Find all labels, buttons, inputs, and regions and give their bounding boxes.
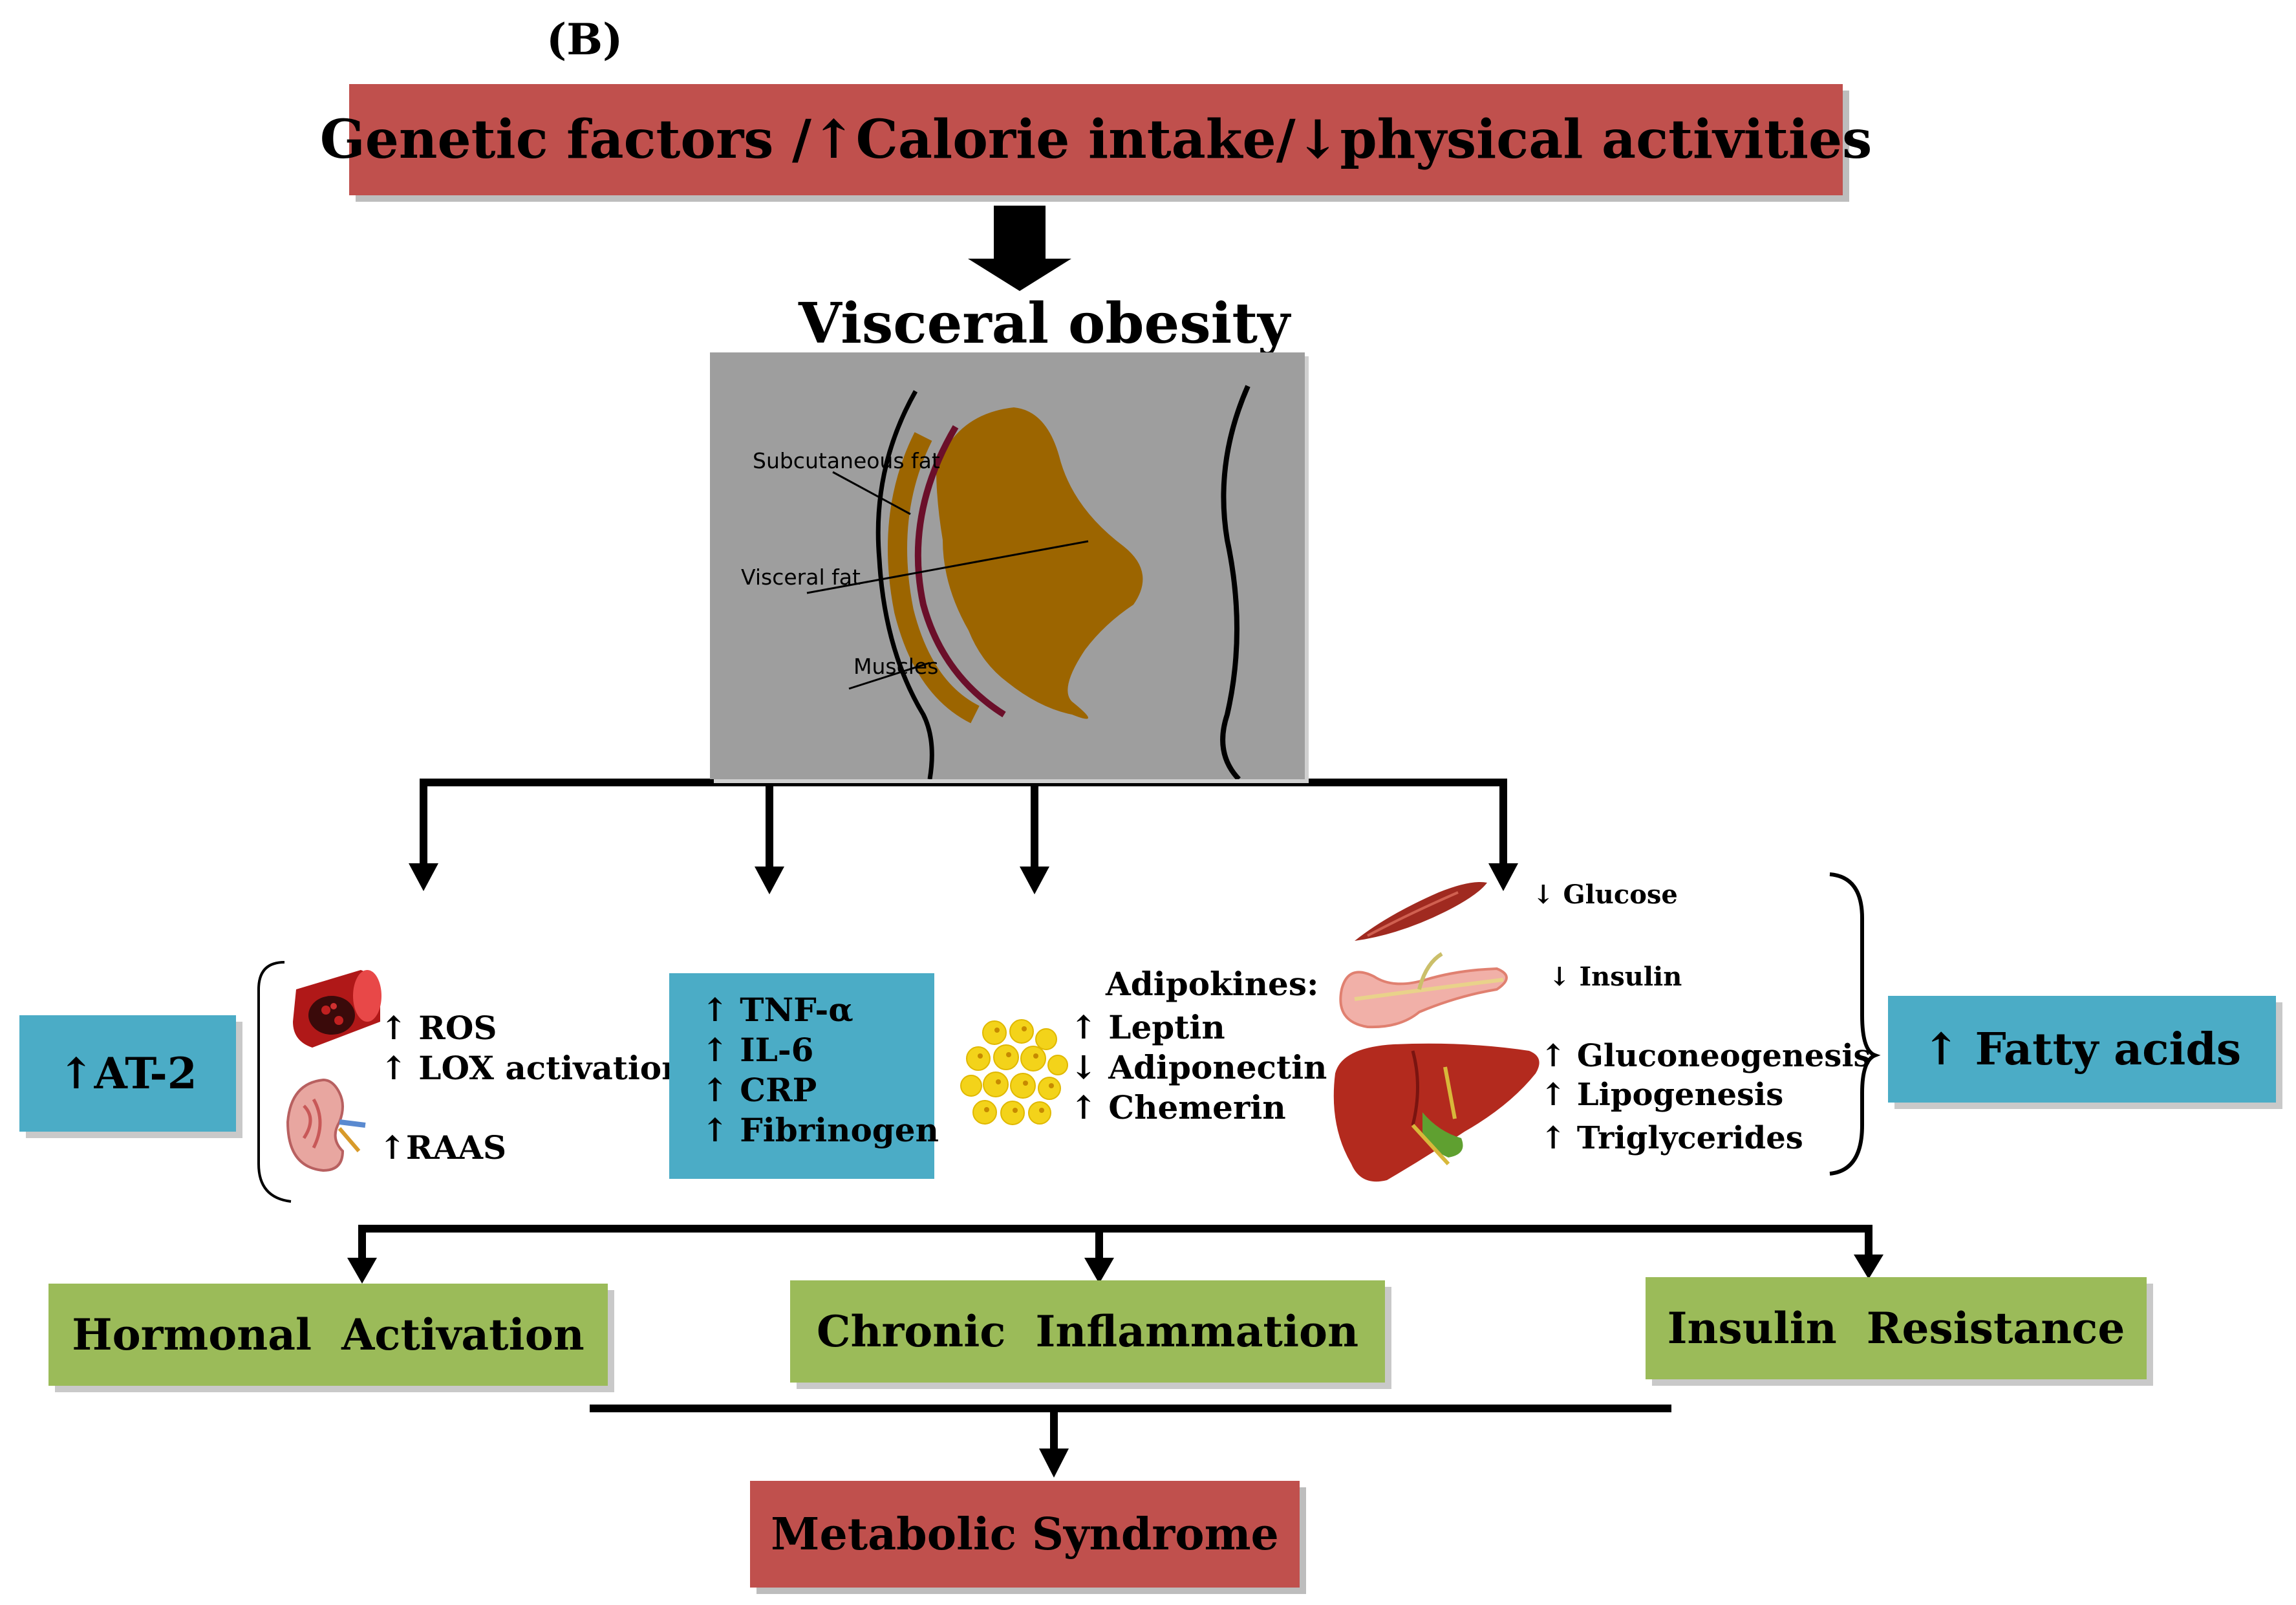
insulin-resistance-box: Insulin Resistance — [1646, 1277, 2147, 1379]
kidney-icon — [278, 1073, 369, 1177]
inflammatory-markers-box: ↑ TNF-α ↑ IL-6 ↑ CRP ↑ Fibrinogen — [669, 973, 939, 1179]
lipogenesis-text: ↑ Lipogenesis — [1540, 1077, 1784, 1113]
adiponectin-text: ↓ Adiponectin — [1070, 1048, 1327, 1086]
visceral-fat-illustration: Subcutaneous fat Visceral fat Muscles — [710, 352, 1305, 779]
adipokines-title: Adipokines: — [1106, 965, 1319, 1003]
outcome-connector — [358, 1225, 1872, 1261]
cause-box: Genetic factors /↑Calorie intake/↓physic… — [320, 84, 1872, 195]
at2-box: ↑AT-2 — [19, 1015, 236, 1132]
raas-text: ↑RAAS — [379, 1128, 507, 1167]
chronic-inflammation-text: Chronic Inflammation — [816, 1306, 1359, 1357]
adipocytes-icon — [956, 1018, 1072, 1135]
crp-text: ↑ CRP — [702, 1071, 817, 1109]
liver-icon — [1316, 1035, 1549, 1190]
ros-text: ↑ ROS — [380, 1009, 497, 1047]
metabolic-syndrome-text: Metabolic Syndrome — [771, 1508, 1279, 1560]
il6-text: ↑ IL-6 — [702, 1031, 814, 1069]
muscle-icon — [1348, 876, 1490, 947]
fibrinogen-text: ↑ Fibrinogen — [702, 1111, 939, 1149]
subcutaneous-fat-label: Subcutaneous fat — [753, 448, 940, 473]
fatty-acids-box: ↑ Fatty acids — [1888, 996, 2276, 1103]
insulin-resistance-text: Insulin Resistance — [1667, 1303, 2125, 1353]
cause-text: Genetic factors /↑Calorie intake/↓physic… — [319, 109, 1872, 171]
visceral-obesity-title: Visceral obesity — [799, 291, 1291, 356]
triglycerides-text: ↑ Triglycerides — [1540, 1120, 1803, 1156]
muscles-label: Muscles — [853, 654, 939, 679]
pancreas-icon — [1329, 951, 1516, 1035]
visceral-fat-label: Visceral fat — [741, 565, 861, 590]
insulin-text: ↓ Insulin — [1549, 962, 1682, 992]
gluconeogenesis-text: ↑ Gluconeogenesis — [1540, 1038, 1871, 1074]
left-bracket — [257, 961, 292, 1203]
outcome-arrowheads — [347, 1255, 1883, 1284]
panel-label: (B) — [546, 14, 623, 65]
final-connector — [590, 1405, 1671, 1452]
chronic-inflammation-box: Chronic Inflammation — [790, 1280, 1385, 1383]
blood-vessel-icon — [283, 964, 387, 1061]
tnf-alpha-text: ↑ TNF-α — [702, 991, 853, 1029]
glucose-text: ↓ Glucose — [1532, 879, 1678, 910]
final-arrowhead — [1039, 1449, 1069, 1478]
main-down-arrow — [968, 206, 1071, 291]
hormonal-activation-text: Hormonal Activation — [72, 1309, 585, 1360]
metabolic-syndrome-box: Metabolic Syndrome — [750, 1481, 1300, 1588]
branch-arrowheads — [409, 863, 1518, 894]
right-brace — [1829, 872, 1881, 1176]
anatomy-svg — [806, 385, 1250, 779]
hormonal-activation-box: Hormonal Activation — [48, 1284, 608, 1386]
adipokines-list: ↑ Leptin ↓ Adiponectin ↑ Chemerin — [1070, 1007, 1327, 1128]
branch-connector — [420, 779, 1507, 870]
at2-text: ↑AT-2 — [58, 1048, 197, 1099]
chemerin-text: ↑ Chemerin — [1070, 1088, 1286, 1126]
fatty-acids-text: ↑ Fatty acids — [1922, 1023, 2242, 1075]
lox-text: ↑ LOX activation — [380, 1049, 685, 1087]
leptin-text: ↑ Leptin — [1070, 1008, 1225, 1046]
